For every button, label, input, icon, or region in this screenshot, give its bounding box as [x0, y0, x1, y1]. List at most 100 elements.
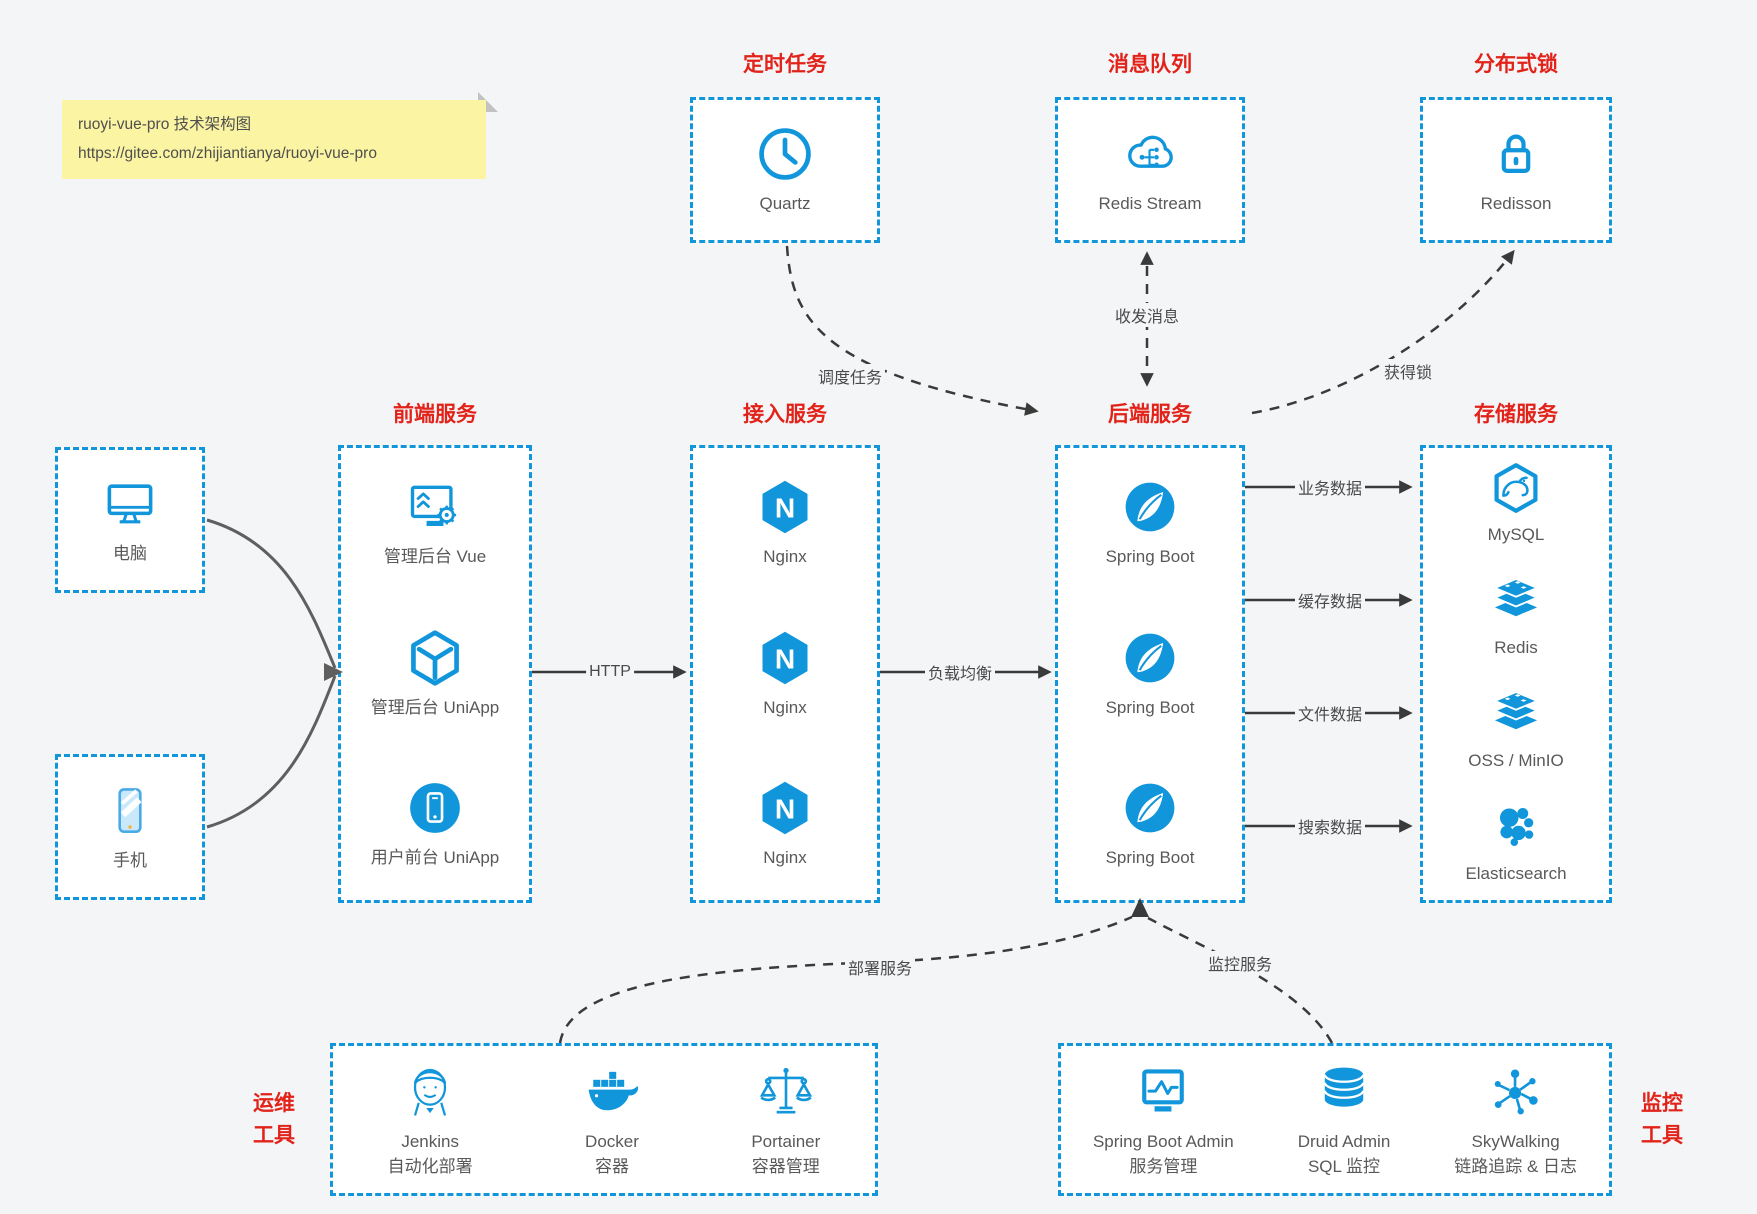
node-label: Jenkins: [401, 1131, 459, 1151]
search-data-label: 搜索数据: [1294, 814, 1366, 838]
monitor-service-dashed-curve: [1147, 916, 1334, 1044]
side-title-monitor-tools: 监控 工具: [1634, 1088, 1690, 1151]
node-label: Nginx: [763, 697, 807, 717]
node-docker: Docker 容器: [582, 1062, 642, 1178]
client-box-mobile: 手机: [55, 754, 205, 900]
node-label: Druid Admin: [1297, 1131, 1391, 1151]
node-admin-uniapp: 管理后台 UniApp: [371, 628, 499, 721]
spring-boot-admin-icon: [1133, 1062, 1193, 1122]
note-url: https://gitee.com/zhijiantianya/ruoyi-vu…: [78, 145, 377, 163]
monitor-service-label: 监控服务: [1204, 951, 1276, 975]
node-label: Elasticsearch: [1465, 864, 1567, 884]
node-spring-boot-2: Spring Boot: [1105, 628, 1195, 721]
node-label: Nginx: [763, 848, 807, 868]
node-elasticsearch: Elasticsearch: [1465, 800, 1567, 887]
node-label: Redis: [1494, 638, 1538, 658]
nginx-icon: [755, 778, 815, 838]
node-label: Spring Boot: [1105, 697, 1195, 717]
side-title-line: 工具: [253, 1123, 295, 1147]
docker-icon: [582, 1062, 642, 1122]
sticky-note: ruoyi-vue-pro 技术架构图 https://gitee.com/zh…: [62, 100, 486, 179]
acquire-lock-label: 获得锁: [1380, 359, 1436, 383]
group-box-ops-tools: Jenkins 自动化部署 Docker 容器 Portainer 容器管理: [330, 1043, 878, 1196]
user-app-icon: [405, 778, 465, 838]
node-label: Redis Stream: [1098, 193, 1202, 213]
uniapp-cube-icon: [405, 628, 465, 688]
skywalking-icon: [1486, 1062, 1546, 1122]
node-mobile: 手机: [100, 781, 160, 874]
deploy-service-dashed-curve: [558, 915, 1133, 1044]
elasticsearch-icon: [1489, 800, 1543, 854]
node-sublabel: 链路追踪 & 日志: [1454, 1157, 1578, 1177]
clock-icon: [755, 124, 815, 184]
node-label: MySQL: [1487, 525, 1545, 545]
node-label: 手机: [113, 850, 147, 870]
cloud-stream-icon: [1120, 124, 1180, 184]
smartphone-icon: [100, 781, 160, 841]
node-sublabel: 容器: [594, 1157, 629, 1177]
group-title-distributed-lock: 分布式锁: [1474, 53, 1558, 76]
node-spring-boot-admin: Spring Boot Admin 服务管理: [1093, 1062, 1234, 1178]
admin-vue-icon: [405, 477, 465, 537]
group-title-gateway: 接入服务: [743, 403, 827, 426]
group-box-message-queue: Redis Stream: [1055, 97, 1245, 243]
node-label: 管理后台 UniApp: [370, 697, 500, 717]
node-nginx-2: Nginx: [755, 628, 815, 721]
redis-icon: [1489, 687, 1543, 741]
node-user-uniapp: 用户前台 UniApp: [371, 778, 499, 871]
business-data-label: 业务数据: [1294, 475, 1366, 499]
send-receive-message-label: 收发消息: [1111, 303, 1183, 327]
node-spring-boot-3: Spring Boot: [1105, 778, 1195, 871]
spring-boot-icon: [1120, 628, 1180, 688]
group-title-scheduled-task: 定时任务: [743, 53, 827, 76]
side-title-ops-tools: 运维 工具: [246, 1088, 302, 1151]
group-title-storage: 存储服务: [1474, 403, 1558, 426]
node-sublabel: 自动化部署: [387, 1157, 473, 1177]
node-label: 电脑: [113, 543, 147, 563]
node-nginx-1: Nginx: [755, 477, 815, 570]
node-admin-vue: 管理后台 Vue: [384, 477, 486, 570]
group-box-distributed-lock: Redisson: [1420, 97, 1612, 243]
node-sublabel: SQL 监控: [1307, 1157, 1381, 1177]
spring-boot-icon: [1120, 477, 1180, 537]
load-balance-label: 负载均衡: [924, 660, 996, 684]
node-druid-admin: Druid Admin SQL 监控: [1297, 1062, 1391, 1178]
group-box-storage: MySQL Redis OSS / MinIO Elasticsearch: [1420, 445, 1612, 903]
side-title-line: 监控: [1641, 1092, 1683, 1115]
deploy-service-label: 部署服务: [844, 955, 916, 979]
node-portainer: Portainer 容器管理: [751, 1062, 820, 1178]
jenkins-icon: [400, 1062, 460, 1122]
node-label: OSS / MinIO: [1468, 751, 1564, 771]
node-oss-minio: OSS / MinIO: [1468, 687, 1564, 774]
group-title-message-queue: 消息队列: [1108, 53, 1192, 76]
node-label: 管理后台 Vue: [383, 547, 487, 567]
lock-icon: [1486, 124, 1546, 184]
mysql-icon: [1489, 461, 1543, 515]
node-label: Portainer: [751, 1131, 821, 1151]
node-label: SkyWalking: [1471, 1131, 1560, 1151]
group-box-frontend: 管理后台 Vue 管理后台 UniApp 用户前台 UniApp: [338, 445, 532, 903]
node-label: Quartz: [759, 193, 811, 213]
node-sublabel: 服务管理: [1129, 1157, 1198, 1177]
note-title: ruoyi-vue-pro 技术架构图: [78, 116, 252, 133]
pc-to-frontend-curve: [206, 518, 337, 669]
node-label: Spring Boot: [1105, 547, 1195, 567]
redis-icon: [1489, 574, 1543, 628]
portainer-icon: [756, 1062, 816, 1122]
spring-boot-icon: [1120, 778, 1180, 838]
node-sublabel: 容器管理: [751, 1157, 820, 1177]
nginx-icon: [755, 477, 815, 537]
desktop-icon: [100, 474, 160, 534]
group-box-backend: Spring Boot Spring Boot Spring Boot: [1055, 445, 1245, 903]
client-box-pc: 电脑: [55, 447, 205, 593]
node-label: Spring Boot Admin: [1092, 1131, 1234, 1151]
schedule-task-label: 调度任务: [814, 364, 886, 388]
node-skywalking: SkyWalking 链路追踪 & 日志: [1454, 1062, 1577, 1178]
node-label: Spring Boot: [1105, 848, 1195, 868]
nginx-icon: [755, 628, 815, 688]
node-nginx-3: Nginx: [755, 778, 815, 871]
node-spring-boot-1: Spring Boot: [1105, 477, 1195, 570]
node-redisson: Redisson: [1481, 124, 1551, 217]
side-title-line: 工具: [1641, 1123, 1683, 1147]
